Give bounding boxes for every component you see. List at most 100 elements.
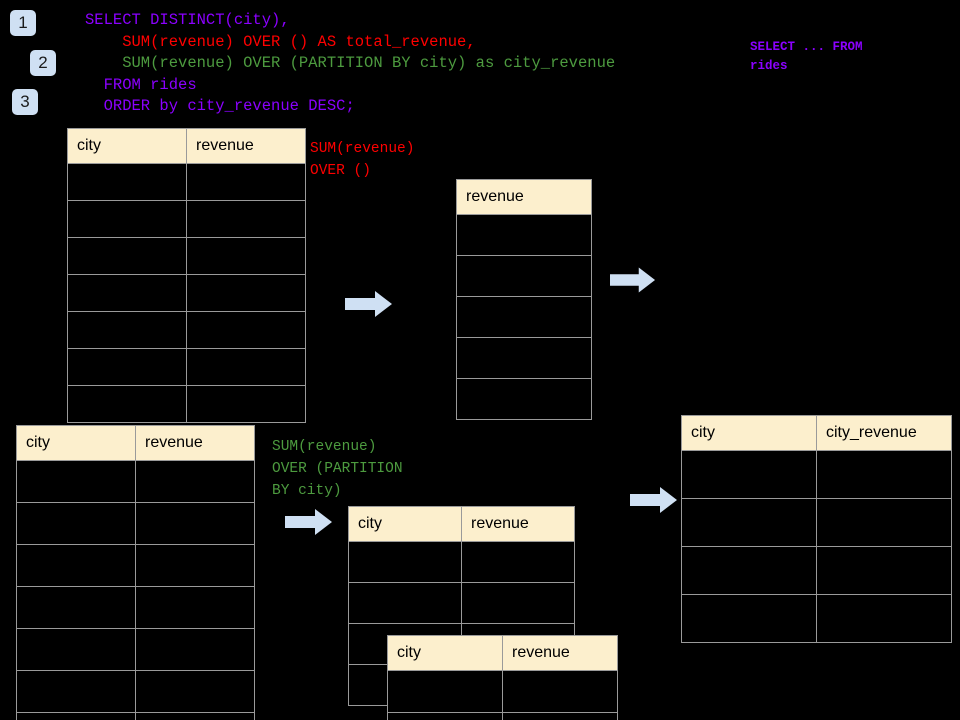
table-cell bbox=[816, 546, 952, 595]
annotation-select-from-rides: SELECT ... FROM rides bbox=[750, 40, 863, 73]
table-row bbox=[387, 670, 618, 713]
table-cell bbox=[186, 385, 306, 423]
table-row bbox=[16, 544, 255, 587]
table-cell bbox=[456, 378, 592, 420]
column-header-city: city bbox=[348, 506, 462, 542]
table-cell bbox=[16, 502, 136, 545]
table-row bbox=[456, 337, 592, 379]
table-cell bbox=[186, 200, 306, 238]
step-badge-1: 1 bbox=[10, 10, 36, 36]
table-cell bbox=[186, 274, 306, 312]
arrow-top-right-icon bbox=[610, 266, 656, 294]
table-row bbox=[681, 498, 952, 547]
table-cell bbox=[681, 450, 817, 499]
table-cell bbox=[456, 255, 592, 297]
table-row bbox=[348, 582, 575, 624]
table-cell bbox=[186, 163, 306, 201]
table-cell bbox=[67, 274, 187, 312]
table-cell bbox=[16, 712, 136, 720]
table-row bbox=[16, 586, 255, 629]
step-badge-2: 2 bbox=[30, 50, 56, 76]
table-row bbox=[348, 541, 575, 583]
column-header-city: city bbox=[67, 128, 187, 164]
table-cell bbox=[502, 670, 618, 713]
column-header-city: city bbox=[16, 425, 136, 461]
column-header-revenue: revenue bbox=[186, 128, 306, 164]
table-cell bbox=[67, 163, 187, 201]
table-row bbox=[456, 214, 592, 256]
table-cell bbox=[67, 348, 187, 386]
step-badge-3: 3 bbox=[12, 89, 38, 115]
table-cell bbox=[456, 214, 592, 256]
table-row bbox=[67, 274, 306, 312]
table-row bbox=[16, 670, 255, 713]
table-row bbox=[67, 311, 306, 349]
table-cell bbox=[16, 628, 136, 671]
table-cell bbox=[681, 594, 817, 643]
table-cell bbox=[135, 628, 255, 671]
table-cell bbox=[16, 460, 136, 503]
table-row bbox=[456, 255, 592, 297]
table-cell bbox=[135, 502, 255, 545]
column-header-revenue: revenue bbox=[502, 635, 618, 671]
sql-query-block: SELECT DISTINCT(city), SUM(revenue) OVER… bbox=[85, 10, 615, 118]
table-row bbox=[456, 296, 592, 338]
table-cell bbox=[186, 348, 306, 386]
table-cell bbox=[186, 237, 306, 275]
table-cell bbox=[135, 544, 255, 587]
table-cell bbox=[816, 498, 952, 547]
annotation-sum-over-partition: SUM(revenue) OVER (PARTITION BY city) bbox=[272, 439, 403, 499]
table-cell bbox=[186, 311, 306, 349]
table-total-revenue: revenue bbox=[456, 179, 592, 420]
table-cell bbox=[16, 670, 136, 713]
arrow-bottom-right-icon bbox=[630, 486, 678, 514]
table-cell bbox=[456, 337, 592, 379]
table-cell bbox=[348, 582, 462, 624]
sql-line-5: ORDER by city_revenue DESC; bbox=[85, 97, 355, 115]
column-header-city: city bbox=[387, 635, 503, 671]
table-cell bbox=[387, 712, 503, 720]
table-cell bbox=[461, 582, 575, 624]
table-row bbox=[681, 594, 952, 643]
table-cell bbox=[502, 712, 618, 720]
sql-line-2: SUM(revenue) OVER () AS total_revenue, bbox=[85, 32, 476, 51]
column-header-revenue: revenue bbox=[456, 179, 592, 215]
annotation-sum-over-empty: SUM(revenue) OVER () bbox=[310, 141, 415, 179]
table-cell bbox=[16, 586, 136, 629]
table-cell bbox=[135, 460, 255, 503]
sql-line-3: SUM(revenue) OVER (PARTITION BY city) as… bbox=[85, 54, 616, 72]
arrow-top-left-icon bbox=[345, 290, 393, 318]
table-cell bbox=[816, 450, 952, 499]
table-cell bbox=[67, 311, 187, 349]
table-header-row: revenue bbox=[456, 179, 592, 215]
table-cell bbox=[456, 296, 592, 338]
table-cell bbox=[67, 200, 187, 238]
table-cell bbox=[135, 670, 255, 713]
table-row bbox=[456, 378, 592, 420]
table-row bbox=[67, 385, 306, 423]
table-cell bbox=[67, 237, 187, 275]
column-header-revenue: revenue bbox=[135, 425, 255, 461]
table-row bbox=[387, 712, 618, 720]
table-row bbox=[16, 460, 255, 503]
table-row bbox=[16, 628, 255, 671]
table-row bbox=[67, 348, 306, 386]
table-cell bbox=[135, 712, 255, 720]
table-row bbox=[681, 450, 952, 499]
arrow-bottom-left-icon bbox=[285, 508, 333, 536]
table-row bbox=[16, 502, 255, 545]
table-row bbox=[16, 712, 255, 720]
table-row bbox=[681, 546, 952, 595]
column-header-city_revenue: city_revenue bbox=[816, 415, 952, 451]
table-cell bbox=[681, 546, 817, 595]
table-cell bbox=[135, 586, 255, 629]
column-header-city: city bbox=[681, 415, 817, 451]
